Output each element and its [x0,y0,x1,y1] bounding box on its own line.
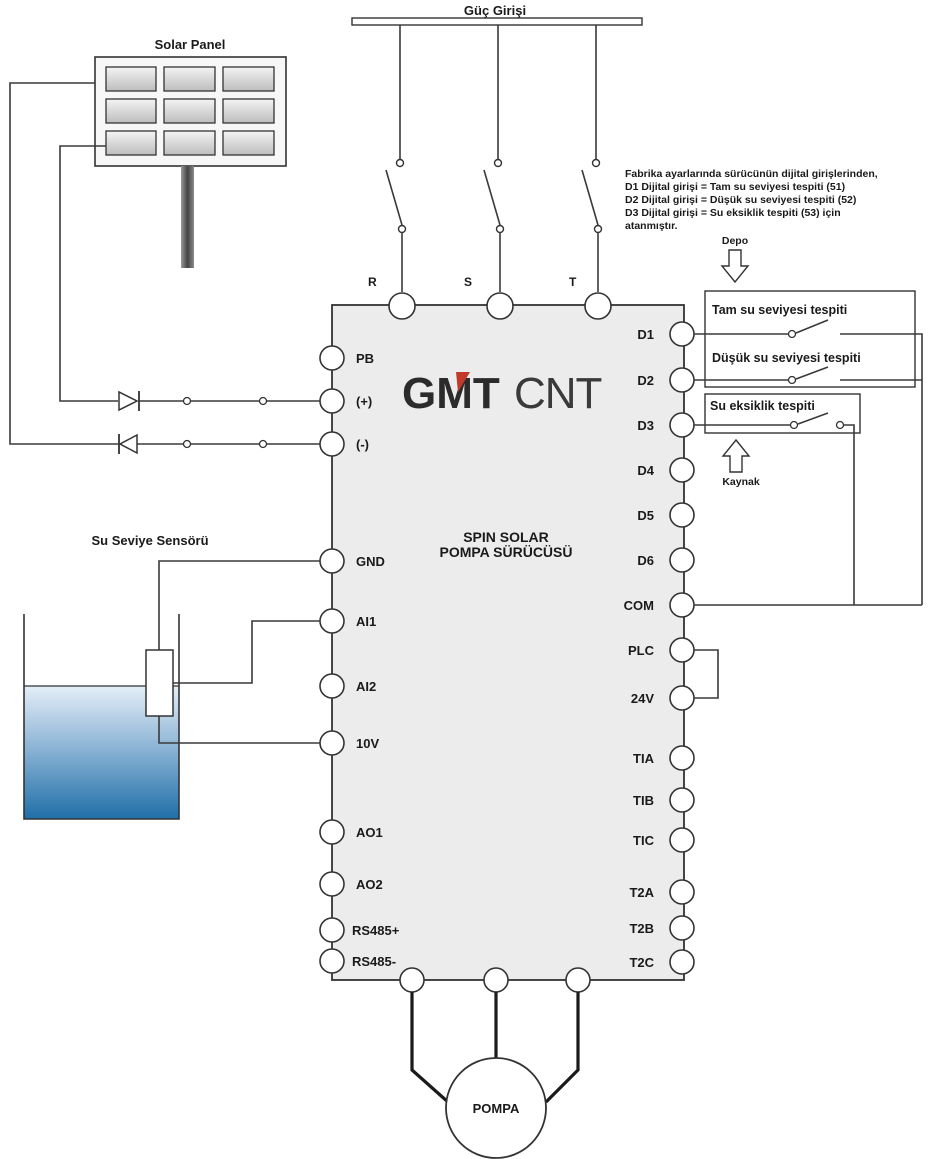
shortage-switch-label: Su eksiklik tespiti [710,399,815,413]
svg-text:CNT: CNT [514,369,602,418]
left-terminals [319,345,345,974]
pump-label: POMPA [473,1101,520,1116]
source-label: Kaynak [722,476,760,488]
drive-title-line1: SPIN SOLAR [463,529,549,545]
terminal-label-t2a: T2A [629,885,654,900]
terminal-label-plc: PLC [628,643,655,658]
terminal-label-24v: 24V [631,691,654,706]
phase-label-s: S [464,275,472,289]
depot-down-arrow-icon [720,249,750,284]
terminal-label-t2c: T2C [629,955,654,970]
terminal-label-com: COM [624,598,654,613]
terminal-label-t2b: T2B [629,921,654,936]
drive-body [331,304,685,981]
solar-panel [94,56,287,268]
terminal-label-minus: (-) [356,437,369,452]
full-level-switch-label: Tam su seviyesi tespiti [712,303,847,317]
svg-text:GMT: GMT [402,369,500,418]
terminal-label-tic: TIC [633,833,655,848]
terminal-label-tib: TIB [633,793,654,808]
terminal-t [584,292,612,320]
note-line-5: atanmıştır. [625,220,678,232]
drive-title-line2: POMPA SÜRÜCÜSÜ [439,544,572,560]
low-level-switch-label: Düşük su seviyesi tespiti [712,351,861,365]
terminal-label-ai2: AI2 [356,679,376,694]
phase-label-r: R [368,275,377,289]
terminal-label-rs485-minus: RS485- [352,954,396,969]
level-sensor-probe [145,560,320,744]
terminal-label-rs485-plus: RS485+ [352,923,400,938]
shortage-switch-box [704,393,861,434]
terminal-label-gnd: GND [356,554,385,569]
terminal-label-ao2: AO2 [356,877,383,892]
terminal-s [486,292,514,320]
note-line-1: Fabrika ayarlarında sürücünün dijital gi… [625,168,878,180]
level-switch-box [704,290,916,388]
terminal-label-d2: D2 [637,373,654,388]
note-line-4: D3 Dijital girişi = Su eksiklik tespiti … [625,207,841,219]
terminal-label-pb: PB [356,351,374,366]
terminal-label-10v: 10V [356,736,379,751]
pump-motor [445,1057,547,1159]
power-input-label: Güç Girişi [464,3,526,18]
terminal-label-plus: (+) [356,394,372,409]
right-terminals [669,321,695,975]
note-line-2: D1 Dijital girişi = Tam su seviyesi tesp… [625,181,845,193]
terminal-label-d5: D5 [637,508,654,523]
terminal-label-ao1: AO1 [356,825,383,840]
digital-input-wiring [694,319,923,699]
phase-wires [385,25,603,292]
solar-panel-label: Solar Panel [155,37,226,52]
terminal-label-tia: TIA [633,751,655,766]
terminal-label-d4: D4 [637,463,654,478]
terminal-label-d3: D3 [637,418,654,433]
level-sensor-label: Su Seviye Sensörü [91,533,208,548]
terminal-label-d1: D1 [637,327,654,342]
phase-label-t: T [569,275,577,289]
power-input-bus [351,17,643,26]
gmtcnt-logo: GMT CNT [402,369,603,418]
terminal-label-ai1: AI1 [356,614,376,629]
note-line-3: D2 Dijital girişi = Düşük su seviyesi te… [625,194,856,206]
terminal-r [388,292,416,320]
dc-wiring [9,82,320,455]
terminal-label-d6: D6 [637,553,654,568]
source-up-arrow-icon [721,438,751,473]
pump-wiring [399,967,591,1104]
depot-label: Depo [722,235,748,247]
